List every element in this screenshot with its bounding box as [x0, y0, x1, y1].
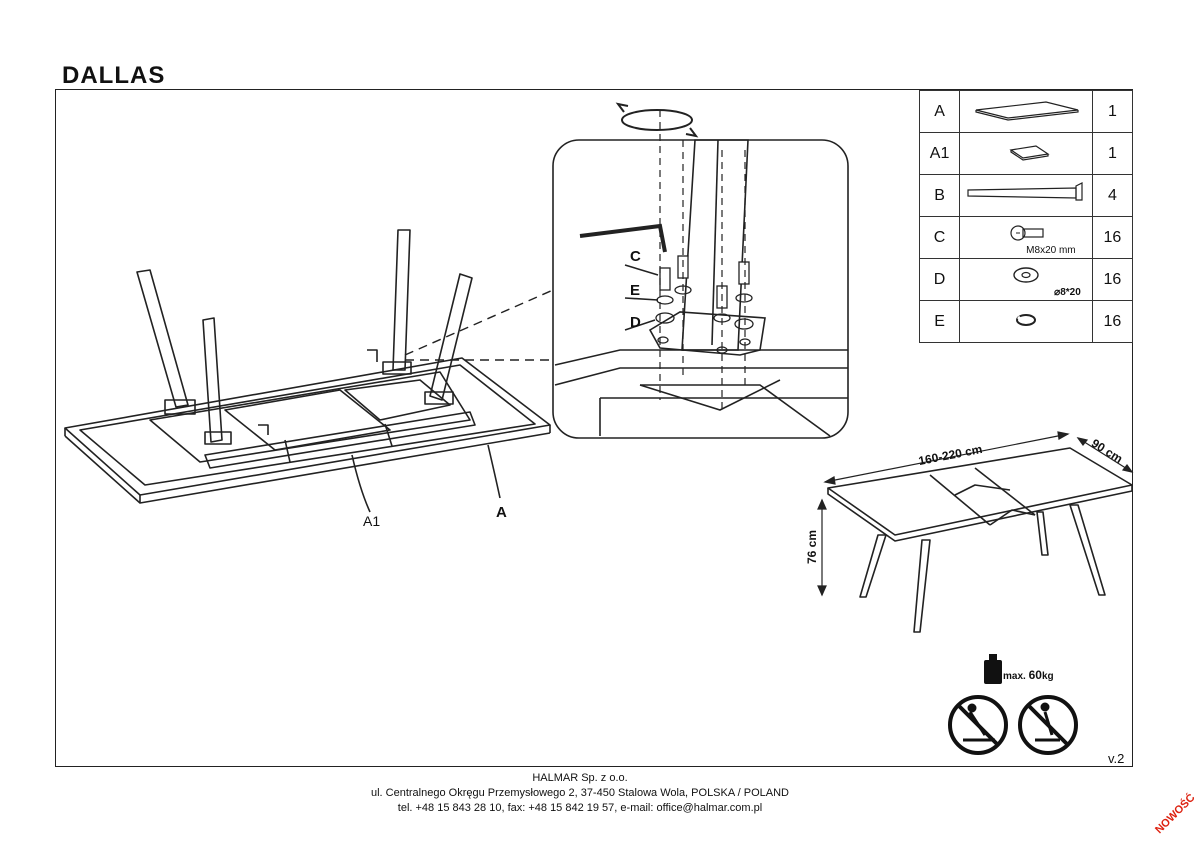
spring-washer-icon — [1016, 314, 1037, 326]
max-load-label: max. 60kg — [1003, 668, 1054, 682]
tabletop-icon — [975, 101, 1079, 121]
footer-address: ul. Centralnego Okręgu Przemysłowego 2, … — [370, 787, 789, 799]
part-qty: 4 — [1091, 174, 1134, 217]
leg-2 — [202, 317, 223, 443]
part-key: A — [918, 90, 961, 133]
leg-1 — [136, 269, 189, 408]
version-label: v.2 — [1108, 751, 1125, 766]
max-load-unit: kg — [1041, 671, 1054, 682]
part-qty: 16 — [1091, 216, 1134, 259]
part-key: C — [918, 216, 961, 259]
footer-contact: tel. +48 15 843 28 10, fax: +48 15 842 1… — [397, 802, 763, 814]
part-qty: 16 — [1091, 300, 1134, 343]
leg-3 — [392, 229, 411, 371]
instruction-frame — [55, 89, 1133, 767]
table-row: D ⌀8*20 16 — [918, 258, 1134, 301]
footer: HALMAR Sp. z o.o. ul. Centralnego Okręgu… — [0, 771, 1160, 816]
part-image — [959, 132, 1093, 175]
washer-spec: ⌀8*20 — [1054, 287, 1081, 298]
part-key: E — [918, 300, 961, 343]
max-load-prefix: max. — [1003, 671, 1026, 682]
part-key: A1 — [918, 132, 961, 175]
part-image — [959, 174, 1093, 217]
part-image: ⌀8*20 — [959, 258, 1093, 301]
detail-callout — [552, 139, 849, 439]
label-d: D — [630, 314, 641, 331]
dimension-height: 76 cm — [805, 529, 820, 565]
part-key: D — [918, 258, 961, 301]
label-e: E — [630, 282, 641, 299]
table-row: C M8x20 mm 16 — [918, 216, 1134, 259]
max-load-value: 60 — [1028, 668, 1042, 682]
table-row: B 4 — [918, 174, 1134, 217]
part-qty: 16 — [1091, 258, 1134, 301]
no-sitting-icon — [1018, 695, 1078, 755]
leg-icon — [966, 182, 1083, 201]
rotate-icon — [615, 102, 699, 138]
part-qty: 1 — [1091, 90, 1134, 133]
part-qty: 1 — [1091, 132, 1134, 175]
part-image — [959, 300, 1093, 343]
parts-table: A 1 A1 1 B 4 C — [918, 90, 1134, 343]
table-row: A1 1 — [918, 132, 1134, 175]
extension-leaf-icon — [1009, 145, 1050, 161]
washer-icon — [1013, 267, 1039, 283]
label-a: A — [496, 504, 507, 521]
document-title: DALLAS — [62, 62, 166, 89]
label-a1: A1 — [363, 513, 381, 529]
table-row: E 16 — [918, 300, 1134, 343]
part-image: M8x20 mm — [959, 216, 1093, 259]
bolt-spec: M8x20 mm — [1026, 245, 1076, 256]
part-key: B — [918, 174, 961, 217]
leg-4 — [429, 273, 473, 401]
table-row: A 1 — [918, 90, 1134, 133]
label-c: C — [630, 248, 641, 265]
no-standing-icon — [948, 695, 1008, 755]
footer-company: HALMAR Sp. z o.o. — [532, 772, 628, 784]
assembled-table — [827, 447, 1133, 633]
part-image — [959, 90, 1093, 133]
weight-icon — [984, 654, 1002, 684]
bolt-icon — [1010, 225, 1044, 241]
